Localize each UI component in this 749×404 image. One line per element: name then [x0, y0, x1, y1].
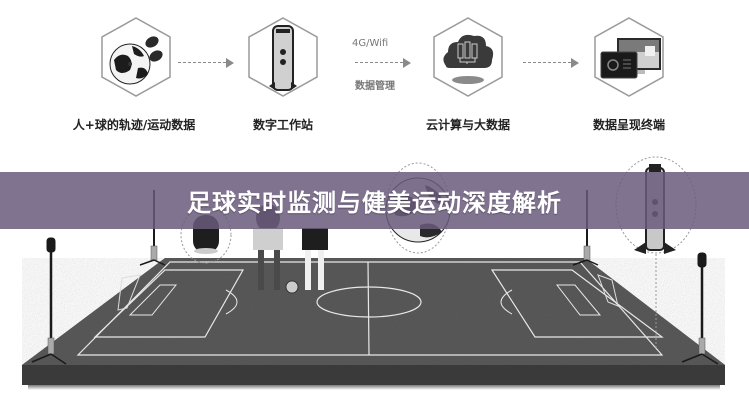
sensor-pole-front-left [31, 237, 67, 365]
connector-network-label: 4G/Wifi [352, 38, 389, 49]
step-2-label: 数字工作站 [252, 118, 314, 132]
step-2-hexagon [247, 16, 319, 98]
step-4-label: 数据呈现终端 [592, 118, 666, 132]
step-4-hexagon [593, 16, 665, 98]
arrow-3 [523, 58, 579, 68]
step-1-label: 人+球的轨迹/运动数据 [72, 118, 196, 132]
arrow-1 [178, 58, 234, 68]
data-flow-diagram: 人+球的轨迹/运动数据 数字工作站 4G/Wifi 数据管理 [0, 0, 749, 150]
football-field-scene [0, 150, 749, 400]
step-3-label: 云计算与大数据 [425, 118, 511, 132]
connector-data-label: 数据管理 [355, 81, 395, 92]
title-banner: 足球实时监测与健美运动深度解析 [0, 172, 749, 229]
field-illustration [22, 156, 725, 390]
sensor-pole-front-right [681, 252, 719, 365]
workstation-icon [248, 17, 318, 97]
football-sensor-icon [101, 17, 171, 97]
step-3-hexagon [432, 16, 504, 98]
cloud-server-icon [433, 17, 503, 97]
banner-title: 足球实时监测与健美运动深度解析 [187, 189, 562, 217]
arrow-2 [355, 58, 411, 68]
step-1-hexagon [100, 16, 172, 98]
display-terminal-icon [594, 17, 664, 97]
